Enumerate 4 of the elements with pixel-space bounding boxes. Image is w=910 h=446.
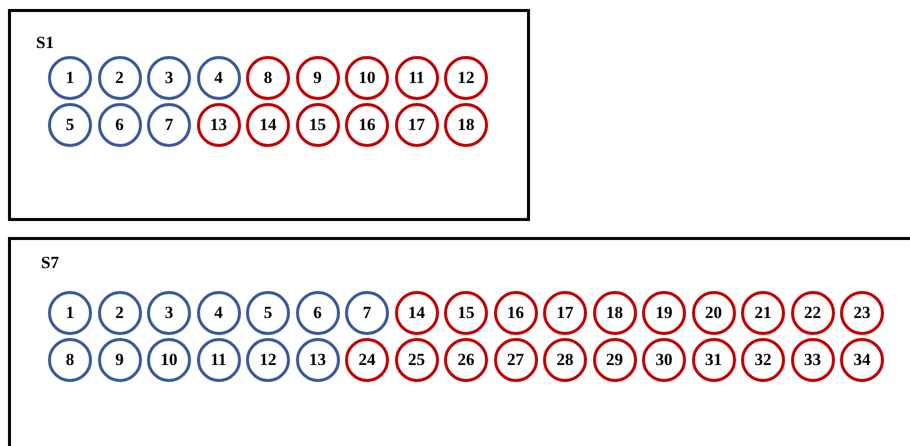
group-title: S1 — [36, 34, 54, 51]
group-frame — [8, 237, 910, 446]
group-frame — [8, 9, 530, 221]
group-title: S7 — [41, 254, 59, 271]
